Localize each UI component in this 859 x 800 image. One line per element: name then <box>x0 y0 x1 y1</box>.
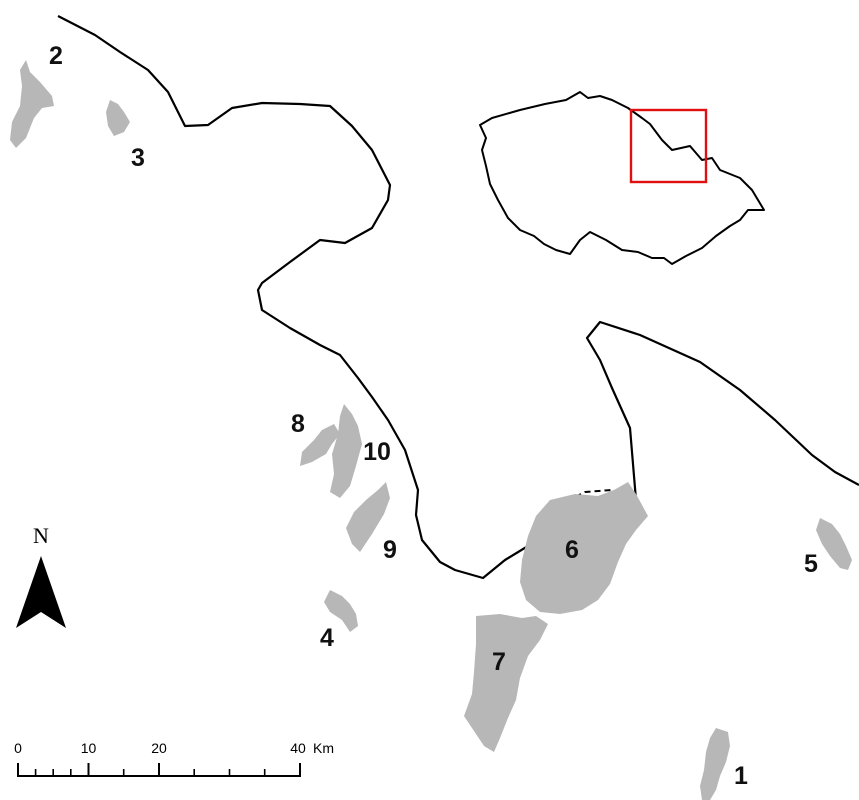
scale-label-40: 40 <box>290 740 306 756</box>
site-label-4: 4 <box>320 624 334 652</box>
site-9-area <box>346 482 390 552</box>
site-label-2: 2 <box>49 42 63 70</box>
site-3-area <box>106 100 130 136</box>
site-label-8: 8 <box>291 410 305 438</box>
site-7-area <box>464 614 548 752</box>
north-arrow-right <box>41 556 66 628</box>
inset-locator-map <box>479 91 765 265</box>
site-label-5: 5 <box>804 550 818 578</box>
state-border-line-east <box>585 320 859 501</box>
scale-unit-label: Km <box>313 740 334 756</box>
site-8-area <box>300 424 340 466</box>
state-border-line <box>57 15 529 580</box>
country-outline <box>479 91 765 265</box>
scale-label-20: 20 <box>151 740 167 756</box>
site-label-7: 7 <box>492 648 506 676</box>
site-1-area <box>700 728 730 800</box>
scale-label-10: 10 <box>81 740 97 756</box>
site-5-area <box>816 518 852 570</box>
north-arrow: N <box>16 523 66 628</box>
north-label: N <box>33 523 49 548</box>
scale-label-0: 0 <box>14 740 22 756</box>
site-10-area <box>330 404 362 498</box>
inset-highlight-frame <box>629 108 708 184</box>
scale-bar: 0 10 20 40 Km <box>14 740 334 777</box>
site-6-area <box>520 482 648 614</box>
site-label-3: 3 <box>131 144 145 172</box>
site-label-10: 10 <box>363 438 391 466</box>
site-4-area <box>324 590 358 632</box>
site-label-1: 1 <box>734 762 748 790</box>
north-arrow-left <box>16 556 41 628</box>
site-label-9: 9 <box>383 536 397 564</box>
site-2-area <box>10 60 54 148</box>
site-label-6: 6 <box>565 536 579 564</box>
